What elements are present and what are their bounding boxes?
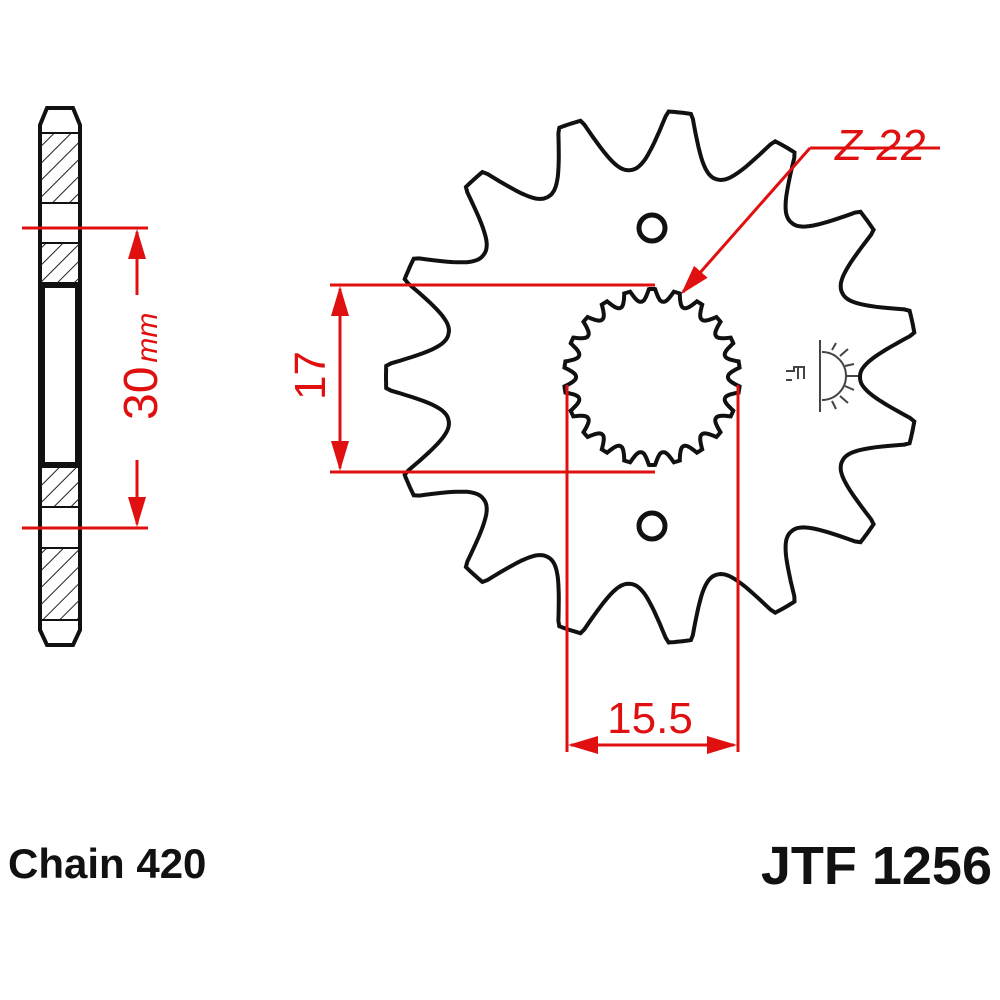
spline-height-value: 17: [286, 351, 335, 400]
spline-width-dimension: [565, 385, 740, 754]
spline-count-label: Z-22: [834, 121, 925, 170]
spline-bore: [562, 287, 742, 467]
spline-height-dimension: [330, 283, 655, 474]
part-number: JTF 1256: [761, 836, 992, 896]
chain-label: Chain 420: [8, 840, 206, 887]
mounting-hole-top: [636, 212, 668, 244]
mounting-hole-bottom: [636, 510, 668, 542]
side-view: [38, 106, 82, 647]
bolt-circle-dimension: [22, 226, 148, 530]
spline-count-leader: [681, 146, 940, 295]
spline-width-value: 15.5: [607, 694, 693, 743]
bolt-circle-value: 30mm: [115, 313, 168, 420]
orientation-mark-icon: [786, 340, 858, 412]
